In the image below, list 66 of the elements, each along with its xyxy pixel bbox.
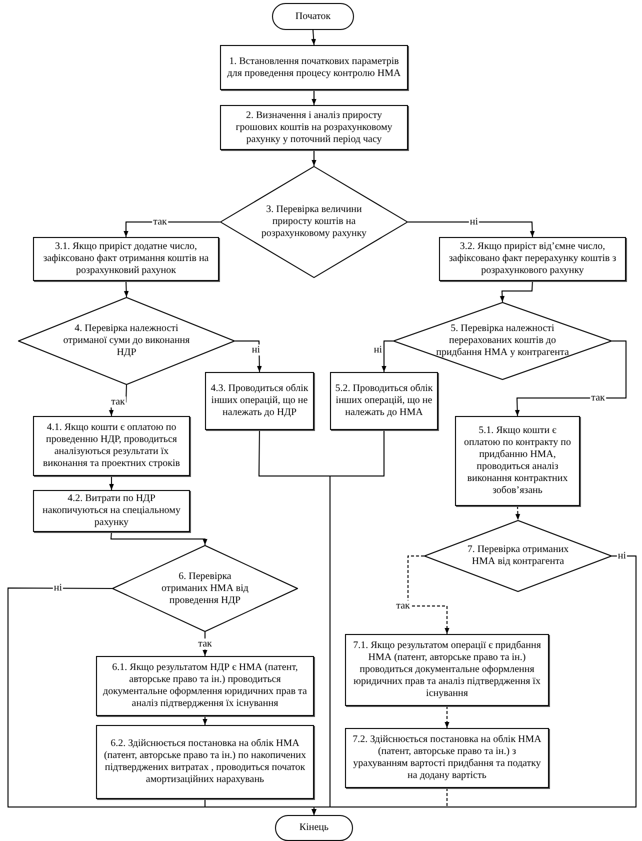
edge-label: ні: [372, 344, 384, 356]
node-text: 5.2. Проводиться облік інших операцій, що не належать до НМА: [335, 383, 433, 419]
arrow: [312, 150, 316, 166]
process-box: [330, 372, 438, 430]
edge-label: ні: [52, 582, 64, 594]
arrow: [444, 706, 450, 728]
process-box: [96, 656, 314, 716]
node-text: 3.2. Якщо приріст від’ємне число, зафіксовано факт перерахунку коштів з розрахункового рахунку: [448, 241, 618, 277]
node-text: 7. Перевірка отриманих НМА від контрагента: [466, 544, 570, 568]
arrow: [110, 532, 208, 546]
node-text: 7.1. Якщо результатом операції є придбання НМА (патент, авторське право та ін.) проводиться документальне оформлення юридичних прав та аналіз підтвердження їх існування: [352, 640, 542, 700]
arrow: [109, 476, 114, 490]
process-box: [33, 416, 190, 476]
process-box: [33, 490, 190, 532]
edge-label: ні: [468, 216, 480, 228]
arrow: [124, 280, 129, 298]
node-text: 4.1. Якщо кошти є оплатою по проведенню НДР, проводиться аналізуються результати їх виконання та проектних строків: [42, 422, 181, 470]
arrow: [408, 222, 535, 238]
process-box: [439, 237, 626, 281]
node-text: 5. Перевірка належності перерахованих коштів до придбання НМА у контрагента: [435, 323, 570, 359]
arrow: [312, 430, 384, 816]
edge-label: ні: [250, 344, 262, 356]
arrow: [311, 30, 316, 46]
arrow: [515, 506, 520, 520]
node-text: Кінець: [299, 822, 329, 834]
process-box: [33, 237, 219, 281]
process-box: [455, 416, 580, 506]
node-text: 6.2. Здійснюється постановка на облік НМА (патент, авторське право та ін.) по накопичених підтверджених витратах , проводиться початок амортизаційних нарахувань: [102, 738, 308, 786]
decision-diamond: [18, 297, 235, 385]
arrow: [408, 556, 450, 634]
process-box: [96, 725, 314, 799]
node-text: 7.2. Здійснюється постановка на облік НМА (патент, авторське право та ін.) з урахуванням вартості придбання та податку на додану вартість: [352, 734, 542, 782]
node-text: 4. Перевірка належності отриманої суми до виконання НДР: [62, 323, 191, 359]
process-box: [345, 634, 549, 706]
decision-diamond: [424, 520, 612, 592]
node-text: 6.1. Якщо результатом НДР є НМА (патент, авторське право та ін.) проводиться документальне оформлення юридичних прав та аналіз підтвердження їх існування: [102, 662, 308, 710]
edge-label: так: [110, 396, 126, 408]
arrow: [312, 90, 316, 106]
arrow: [382, 340, 394, 372]
decision-diamond: [220, 166, 408, 278]
decision-diamond: [393, 302, 612, 380]
process-box: [345, 728, 549, 788]
node-text: 4.3. Проводиться облік інших операцій, що не належать до НДР: [210, 383, 309, 419]
node-text: 3.1. Якщо приріст додатне число, зафіксовано факт отримання коштів на розрахунковий рахунок: [42, 241, 210, 277]
node-text: Початок: [295, 10, 331, 22]
edge-label: ні: [616, 550, 628, 562]
decision-diamond: [112, 545, 298, 632]
node-text: 5.1. Якщо кошти є оплатою по контракту по придбанню НМА, проводиться аналіз виконання контрактних зобов’язань: [462, 425, 572, 497]
arrow: [514, 340, 626, 416]
arrow: [124, 222, 220, 238]
process-box: [220, 105, 408, 150]
node-text: 6. Перевірка отриманих НМА від проведення НДР: [160, 570, 250, 606]
terminator: [275, 815, 353, 841]
node-text: 4.2. Витрати по НДР накопичуються на спеціальному рахунку: [42, 493, 182, 529]
edge-label: так: [197, 638, 213, 650]
process-box: [220, 45, 408, 90]
node-text: 1. Встановлення початкових параметрів для проведення процесу контролю НМА: [226, 56, 402, 80]
edge-label: так: [590, 392, 606, 404]
node-text: 2. Визначення і аналіз приросту грошових коштів на розрахунковому рахунку у поточний період часу: [234, 110, 394, 146]
process-box: [205, 372, 314, 430]
node-text: 3. Перевірка величини приросту коштів на розрахунковому рахунку: [260, 204, 368, 240]
arrow: [202, 716, 208, 726]
edge-label: так: [395, 600, 411, 612]
terminator: [272, 3, 354, 30]
arrow: [500, 280, 533, 302]
edge-label: так: [152, 216, 168, 228]
